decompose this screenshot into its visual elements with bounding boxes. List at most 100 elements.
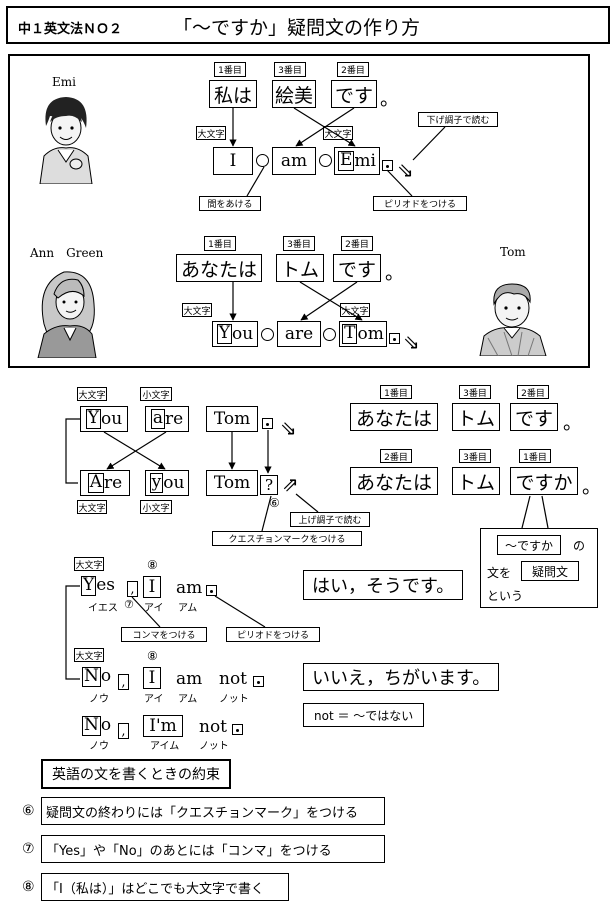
ja-period: 。	[380, 88, 400, 110]
kana-i: アイ	[144, 694, 164, 705]
space-circle	[323, 328, 336, 341]
space-circle	[256, 154, 269, 167]
order-tag-3: 3番目	[283, 236, 315, 251]
order-tag-3: 3番目	[459, 449, 491, 463]
word-rest: re	[104, 473, 123, 493]
rule-item: 「I（私は）」はどこでも大文字で書く	[41, 873, 289, 901]
mark-six: ⑥	[269, 496, 280, 510]
word-rest: ou	[101, 409, 123, 429]
gimonbun-definition-box: ～ですか の 文を 疑問文 という	[480, 528, 598, 608]
rule-item: 「Yes」や「No」のあとには「コンマ」をつける	[41, 835, 385, 863]
ja-word-tomu: トム	[276, 254, 324, 282]
order-tag-1: 1番目	[380, 385, 412, 399]
space-tag: 間をあける	[199, 196, 261, 211]
capital-letter: N	[82, 666, 101, 687]
period-tag: ピリオドをつける	[226, 627, 320, 642]
ja-word-desuka: ですか	[510, 467, 578, 495]
comma-box: ,	[118, 674, 129, 690]
capital-tag: 大文字	[182, 303, 212, 317]
capital-i-box: I	[143, 576, 161, 598]
word-rest: ou	[163, 473, 185, 493]
character-name-emi: Emi	[52, 75, 76, 89]
capital-tag: 大文字	[77, 500, 107, 514]
kana-no: ノウ	[89, 694, 109, 705]
capital-letter: N	[82, 715, 101, 736]
kana-am: アム	[178, 694, 198, 705]
rule-mark: ⑥	[22, 803, 35, 819]
word-am: am	[176, 669, 203, 689]
order-tag-1: 1番目	[519, 449, 551, 463]
desuka-term: ～ですか	[497, 535, 561, 555]
example-panel	[8, 54, 590, 368]
ja-word-desu: です	[333, 254, 381, 282]
ja-word-tomu: トム	[452, 467, 500, 495]
capital-letter: A	[87, 472, 105, 493]
period-box	[206, 585, 217, 596]
comma-box: ,	[118, 723, 129, 739]
falling-arrow-icon: ⇘	[280, 416, 297, 440]
falling-arrow-icon: ⇘	[403, 330, 420, 354]
kana-not: ノット	[219, 694, 249, 705]
ja-period: 。	[563, 412, 583, 434]
order-tag-1: 1番目	[204, 236, 236, 251]
word-rest: re	[164, 409, 184, 429]
capital-i-box: I	[143, 667, 161, 689]
im-box: I'm	[143, 715, 183, 737]
space-circle	[319, 154, 332, 167]
quest-word-tom: Tom	[206, 470, 258, 496]
word-rest: es	[96, 575, 116, 595]
character-name-tom: Tom	[500, 245, 526, 259]
mark-seven: ⑦	[124, 598, 134, 611]
word-rest: o	[100, 666, 112, 686]
tom-illustration	[479, 283, 547, 356]
kana-am: アム	[178, 603, 198, 614]
falling-arrow-icon: ⇘	[397, 158, 414, 182]
ja-word-watashiwa: 私は	[209, 80, 257, 108]
capital-tag: 大文字	[323, 126, 353, 140]
question-mark-tag: クエスチョンマークをつける	[212, 531, 362, 546]
period-box	[382, 160, 393, 171]
period-box	[389, 333, 400, 344]
desuka-toiu: という	[487, 589, 524, 603]
ja-word-desu: です	[510, 403, 558, 431]
desuka-no: の	[573, 539, 586, 553]
ja-word-anatawa: あなたは	[350, 403, 438, 431]
stmt-word-tom: Tom	[206, 406, 258, 432]
capital-tag: 大文字	[77, 387, 107, 401]
lowercase-letter: y	[149, 472, 164, 493]
word-not: not	[199, 717, 228, 737]
en-word-are: are	[277, 321, 321, 347]
character-name-ann: Ann Green	[30, 246, 104, 260]
capital-tag: 大文字	[340, 303, 370, 317]
word-rest: o	[100, 715, 112, 735]
word-rest: om	[357, 324, 384, 344]
ja-word-tomu: トム	[452, 403, 500, 431]
ann-illustration	[37, 271, 97, 358]
ja-period: 。	[385, 262, 405, 284]
capital-letter: Y	[216, 323, 233, 344]
page-title: 「～ですか」疑問文の作り方	[173, 17, 421, 39]
mark-eight: ⑧	[147, 649, 158, 663]
question-mark-box: ?	[260, 475, 278, 495]
capital-tag: 大文字	[74, 648, 104, 662]
not-meaning-note: not ＝ ～ではない	[303, 703, 425, 727]
period-tag: ピリオドをつける	[373, 196, 467, 211]
rising-arrow-icon: ⇗	[282, 472, 299, 496]
ja-word-anatawa: あなたは	[176, 254, 262, 282]
emi-illustration	[39, 97, 93, 184]
answer-no-ja: いいえ，ちがいます。	[303, 663, 500, 691]
word-rest: ou	[232, 324, 254, 344]
rule-item: 疑問文の終わりには「クエスチョンマーク」をつける	[41, 797, 385, 825]
kana-not: ノット	[199, 741, 229, 752]
word-rest: mi	[354, 151, 376, 171]
rising-intonation-tag: 上げ調子で読む	[290, 512, 370, 527]
kana-im: アイム	[150, 741, 180, 752]
capital-letter: Y	[85, 408, 102, 429]
rules-heading: 英語の文を書くときの約束	[41, 759, 231, 789]
